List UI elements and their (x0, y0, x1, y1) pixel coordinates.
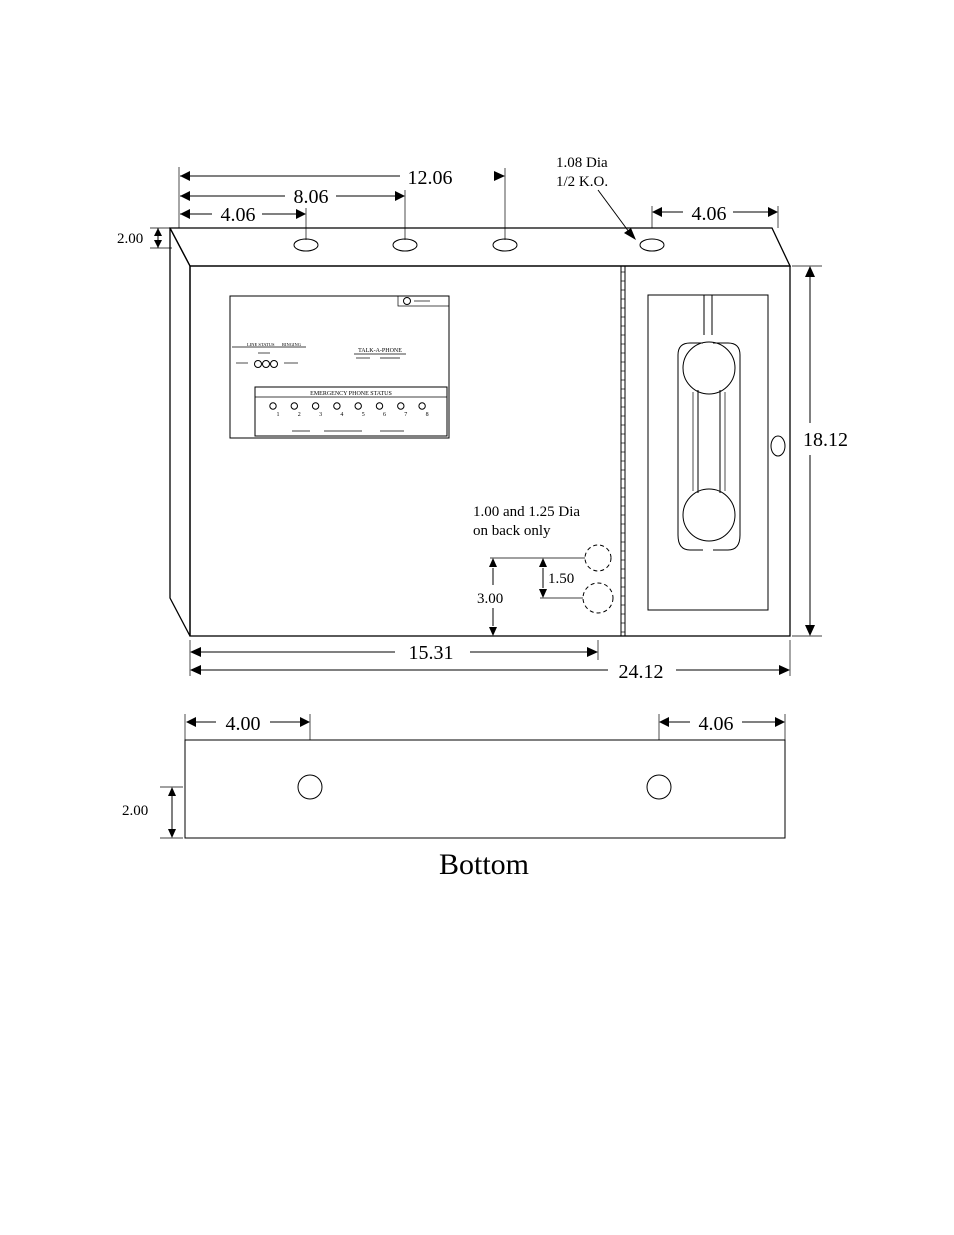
emergency-status-label: EMERGENCY PHONE STATUS (310, 391, 392, 397)
station-number-4: 4 (340, 412, 343, 418)
bottom-view-title: Bottom (439, 848, 529, 881)
station-led-3 (312, 403, 318, 409)
station-led-1 (270, 403, 276, 409)
talk-a-phone-label: TALK-A-PHONE (358, 348, 402, 354)
station-led-2 (291, 403, 297, 409)
dim-bottom-2-00: 2.00 (122, 803, 148, 819)
line-status-label: LINE STATUS (247, 342, 275, 347)
handset-compartment (648, 295, 768, 610)
dim-bottom-4-06: 4.06 (699, 713, 734, 735)
dim-15-31: 15.31 (409, 642, 454, 664)
control-panel: LINE STATUS RINGING TALK-A-PHONE EMERGEN… (230, 296, 449, 438)
width-dimensions (190, 640, 790, 676)
station-leds: 1 2 3 4 5 6 7 8 (270, 403, 429, 418)
station-led-6 (376, 403, 382, 409)
hinge-ticks (621, 272, 625, 632)
knockout-label-ko: 1/2 K.O. (556, 174, 608, 190)
back-holes-label-dia: 1.00 and 1.25 Dia (473, 504, 580, 520)
knockout-label-dia: 1.08 Dia (556, 155, 608, 171)
station-led-8 (419, 403, 425, 409)
dim-12-06: 12.06 (408, 167, 453, 189)
dim-4-06-left: 4.06 (221, 204, 256, 226)
station-number-1: 1 (277, 412, 280, 418)
station-led-5 (355, 403, 361, 409)
dim-bottom-4-00: 4.00 (226, 713, 261, 735)
station-led-4 (334, 403, 340, 409)
dim-24-12: 24.12 (619, 661, 664, 683)
station-number-2: 2 (298, 412, 301, 418)
station-number-6: 6 (383, 412, 386, 418)
station-number-7: 7 (404, 412, 407, 418)
back-holes (489, 545, 613, 636)
station-led-7 (398, 403, 404, 409)
dim-depth-2-00: 2.00 (117, 231, 143, 247)
height-dimension (792, 266, 822, 636)
station-number-3: 3 (319, 412, 322, 418)
back-holes-label-back: on back only (473, 523, 551, 539)
dim-1-50: 1.50 (548, 571, 574, 587)
dim-4-06-right: 4.06 (692, 203, 727, 225)
dim-3-00: 3.00 (477, 591, 503, 607)
enclosure-body (170, 228, 790, 636)
station-number-8: 8 (426, 412, 429, 418)
ringing-label: RINGING (282, 342, 302, 347)
dim-height-18-12: 18.12 (803, 429, 848, 451)
dim-8-06: 8.06 (294, 186, 329, 208)
station-number-5: 5 (362, 412, 365, 418)
